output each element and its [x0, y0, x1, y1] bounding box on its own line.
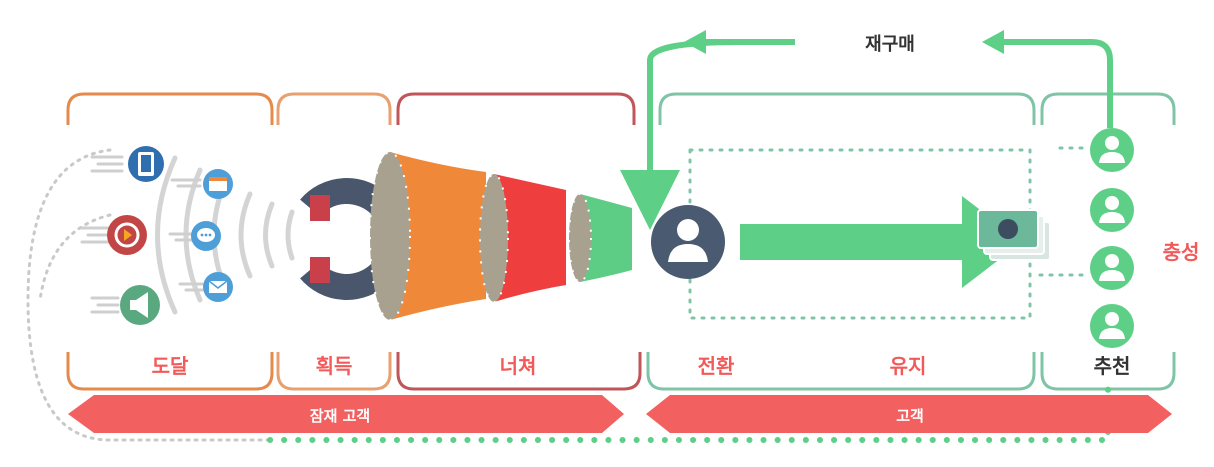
tablet-icon: [128, 146, 164, 182]
bracket-nurture-bottom: [396, 352, 642, 391]
bracket-retain-bottom: [646, 352, 1036, 391]
return-dotted-line-gray: [26, 148, 272, 442]
conversion-arrow: [740, 196, 1022, 288]
funnel-green: [568, 193, 632, 283]
megaphone-icon: [120, 285, 160, 325]
banner-customers: [646, 395, 1172, 433]
funnel-orange: [369, 151, 486, 321]
banner-potential-customers: [68, 395, 624, 433]
user-icon: [651, 205, 725, 279]
label-reach: 도달: [151, 354, 189, 378]
label-loyalty: 충성: [1162, 240, 1200, 264]
top-brackets: [66, 92, 1176, 125]
loyal-user-icon-1: [1090, 128, 1134, 172]
label-recommend: 추천: [1093, 354, 1131, 378]
repurchase-arrows: [620, 39, 1113, 230]
loyal-customer-icons: [1090, 128, 1134, 348]
funnel-red: [479, 173, 566, 303]
bracket-reach-bottom: [66, 352, 274, 391]
money-icon: [977, 209, 1051, 261]
bracket-acquire-top: [276, 92, 392, 125]
label-nurture: 너쳐: [499, 354, 537, 378]
bracket-nurture-top: [396, 92, 636, 125]
banner-customers-label: 고객: [896, 407, 924, 425]
label-retain: 유지: [889, 354, 927, 378]
bracket-acquire-bottom: [276, 352, 392, 391]
bottom-brackets: [66, 352, 1176, 391]
play-icon: [107, 215, 147, 255]
loyalty-dotted-links: [1038, 146, 1090, 277]
mail-icon: [203, 272, 233, 302]
banner-potential-customers-label: 잠재 고객: [309, 407, 371, 425]
loyal-user-icon-3: [1090, 246, 1134, 290]
label-repurchase: 재구매: [865, 34, 915, 55]
speed-lines: [80, 155, 204, 314]
dotted-line-upper-gray: [38, 213, 112, 302]
repurchase-arrowhead-left: [684, 30, 706, 54]
loyal-user-icon-4: [1090, 304, 1134, 348]
retention-dotted-loop: [688, 148, 1032, 320]
browser-icon: [203, 169, 233, 199]
bracket-retain-top: [658, 92, 1036, 125]
bracket-reach-top: [66, 92, 274, 125]
loyal-user-icon-2: [1090, 188, 1134, 232]
label-convert: 전환: [697, 354, 735, 378]
repurchase-arrowhead-right: [982, 30, 1004, 54]
chat-icon: [191, 221, 221, 251]
label-acquire: 획득: [315, 354, 353, 378]
